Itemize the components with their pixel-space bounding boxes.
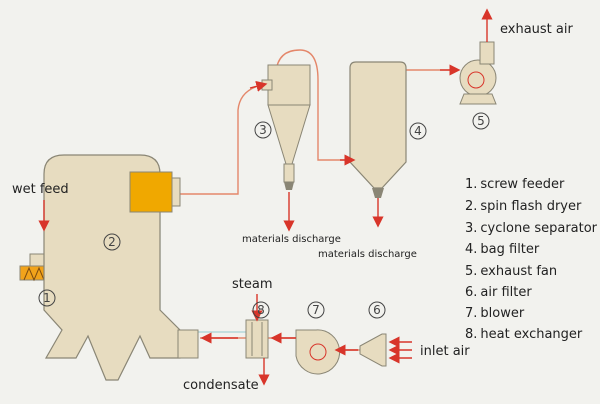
marker-air-filter: 6 (368, 301, 386, 319)
legend-text: exhaust fan (480, 264, 557, 279)
legend-text: blower (480, 306, 524, 321)
legend-text: bag filter (480, 242, 539, 257)
marker-bag-filter: 4 (409, 122, 427, 140)
legend-number: 7. (465, 306, 477, 321)
flow-arrow-cyclone (249, 80, 268, 92)
exhaust-fan-base (459, 93, 497, 105)
dryer-heater-box (129, 171, 173, 213)
blower-hub (309, 343, 327, 361)
marker-label: 8 (257, 303, 265, 317)
marker-screw-feeder: 1 (38, 289, 56, 307)
legend-number: 1. (465, 177, 477, 192)
pipe-cyclone-top (275, 49, 360, 161)
marker-spin-flash-dryer: 2 (103, 233, 121, 251)
air-filter-body (359, 333, 387, 367)
cyclone-separator (261, 64, 311, 190)
cyclone-discharge (283, 163, 295, 183)
legend-item: 7.blower (465, 306, 525, 321)
heat-exchanger (245, 319, 269, 359)
legend-text: heat exchanger (480, 327, 583, 342)
marker-label: 3 (259, 123, 267, 137)
condensate-label: condensate (183, 378, 259, 393)
pipe-dryer-to-cyclone (180, 83, 271, 195)
legend-number: 3. (465, 221, 477, 236)
marker-exhaust-fan: 5 (472, 112, 490, 130)
wet-feed-label: wet feed (12, 182, 69, 197)
legend-number: 8. (465, 327, 477, 342)
legend: 1.screw feeder 2.spin flash dryer 3.cycl… (465, 177, 598, 342)
marker-cyclone-separator: 3 (254, 121, 272, 139)
cyclone-materials-discharge-label: materials discharge (242, 234, 341, 245)
marker-label: 7 (312, 303, 320, 317)
inlet-air-label: inlet air (420, 344, 470, 359)
air-filter (359, 333, 387, 367)
heat-exchanger-body (245, 319, 269, 359)
cyclone-inlet (261, 79, 273, 91)
blower-housing (295, 329, 341, 375)
dryer-side-flange (177, 329, 199, 359)
cyclone-cone (267, 104, 311, 165)
legend-number: 4. (465, 242, 477, 257)
bag-filter-materials-discharge-label: materials discharge (318, 249, 417, 260)
marker-label: 6 (373, 303, 381, 317)
marker-heat-exchanger: 8 (252, 301, 270, 319)
legend-item: 6.air filter (465, 285, 532, 300)
marker-label: 4 (414, 124, 422, 138)
legend-number: 6. (465, 285, 477, 300)
legend-number: 2. (465, 199, 477, 214)
legend-text: air filter (480, 285, 532, 300)
bag-filter-body (349, 61, 407, 189)
steam-label: steam (232, 277, 273, 292)
legend-item: 5.exhaust fan (465, 264, 557, 279)
arrows (38, 8, 493, 386)
exhaust-air-label: exhaust air (500, 22, 573, 37)
dryer-heater-flange (171, 177, 181, 207)
legend-text: cyclone separator (480, 221, 597, 236)
exhaust-fan-housing (459, 59, 497, 97)
exhaust-fan-hub (467, 71, 485, 89)
legend-number: 5. (465, 264, 477, 279)
cyclone-discharge-tip (284, 182, 294, 190)
legend-item: 4.bag filter (465, 242, 540, 257)
bag-filter-discharge (372, 188, 384, 198)
legend-item: 2.spin flash dryer (465, 199, 582, 214)
marker-blower: 7 (307, 301, 325, 319)
exhaust-fan (459, 41, 497, 105)
exhaust-fan-outlet (479, 41, 495, 65)
legend-item: 8.heat exchanger (465, 327, 583, 342)
legend-text: screw feeder (480, 177, 565, 192)
legend-item: 1.screw feeder (465, 177, 565, 192)
legend-item: 3.cyclone separator (465, 221, 598, 236)
cyclone-top (267, 64, 311, 106)
marker-label: 2 (108, 235, 116, 249)
bag-filter (349, 61, 407, 198)
marker-label: 5 (477, 114, 485, 128)
text-labels: exhaust air wet feed steam condensate in… (12, 22, 573, 393)
marker-label: 1 (43, 291, 51, 305)
spin-flash-dryer (43, 154, 199, 381)
legend-text: spin flash dryer (480, 199, 582, 214)
number-markers: 1 2 3 4 5 6 7 8 (38, 112, 490, 319)
blower (295, 329, 341, 375)
